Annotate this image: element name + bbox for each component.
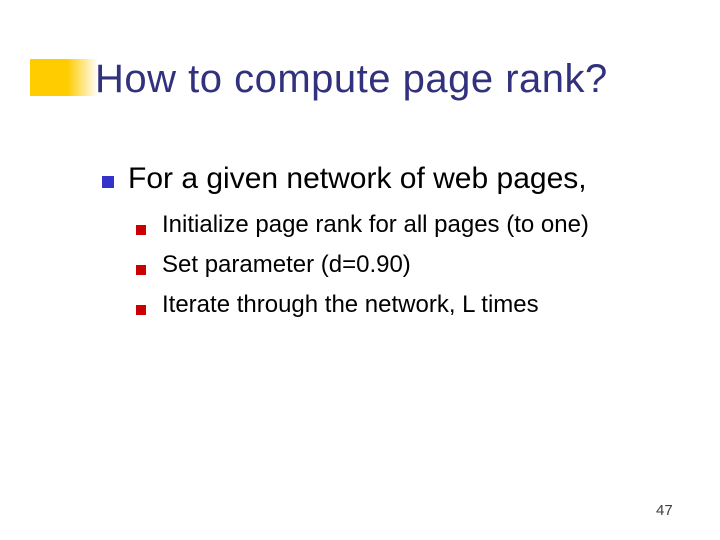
slide-title: How to compute page rank? — [95, 57, 608, 101]
level2-square-bullet-icon — [136, 305, 146, 315]
level2-square-bullet-icon — [136, 265, 146, 275]
page-number: 47 — [656, 502, 673, 519]
level1-square-bullet-icon — [102, 176, 114, 188]
level2-bullet-text: Initialize page rank for all pages (to o… — [162, 211, 589, 238]
level2-square-bullet-icon — [136, 225, 146, 235]
title-accent-square-icon — [30, 59, 98, 96]
level1-bullet-text: For a given network of web pages, — [128, 162, 587, 195]
level2-bullet-text: Iterate through the network, L times — [162, 291, 539, 318]
level2-bullet-text: Set parameter (d=0.90) — [162, 251, 411, 278]
